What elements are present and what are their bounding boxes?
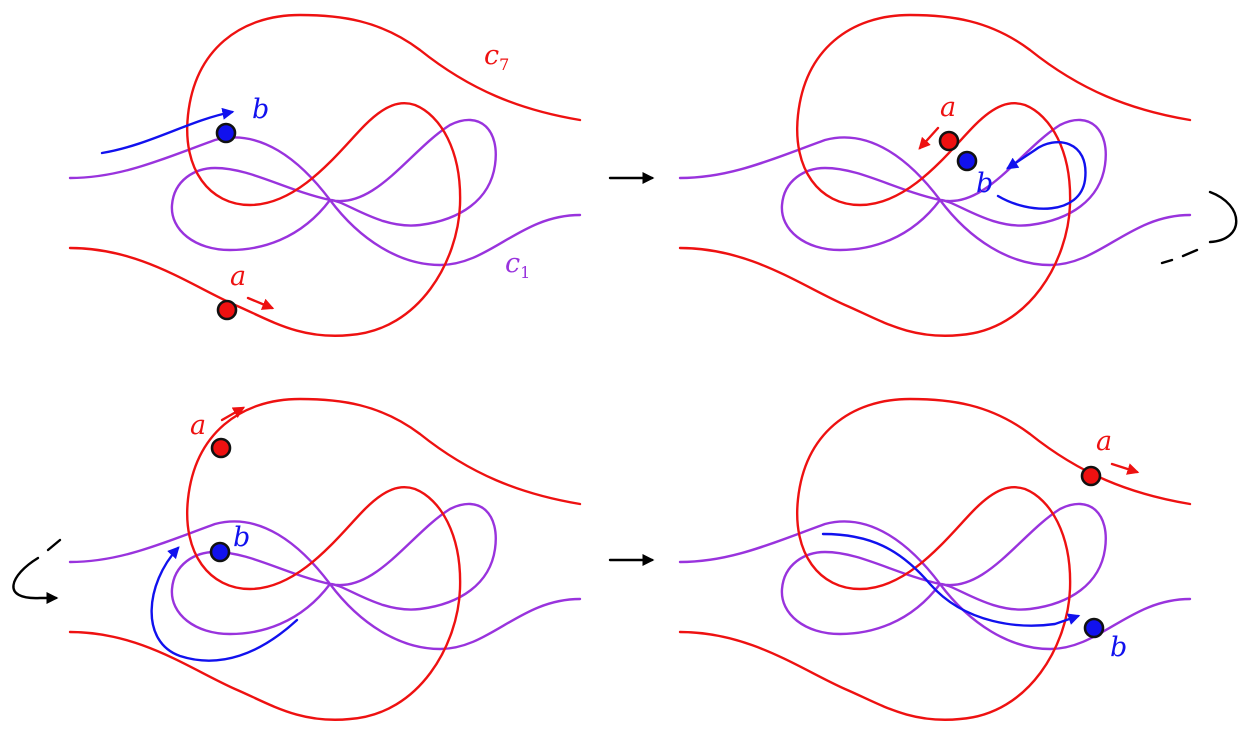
curve-c1-purple	[678, 502, 1192, 651]
label-b: b	[252, 94, 269, 125]
curve-c7-red	[68, 397, 582, 721]
label-b: b	[233, 522, 250, 553]
point-b	[956, 150, 978, 172]
label-c7: c7	[484, 40, 509, 74]
label-a: a	[230, 261, 246, 292]
arrow-a-motion	[918, 126, 940, 150]
arrow-a-motion	[220, 406, 246, 422]
panel-top-right: a b	[678, 13, 1192, 337]
point-b	[209, 541, 231, 563]
curve-c1-purple	[678, 118, 1192, 267]
arrow-a-motion	[246, 296, 275, 310]
panel-bottom-right: a b	[678, 397, 1192, 721]
panel-bottom-left: a b	[68, 397, 582, 721]
point-a	[938, 130, 960, 152]
point-b	[1083, 617, 1105, 639]
label-a: a	[1096, 426, 1112, 457]
arrow-a-motion	[1110, 462, 1140, 475]
panel-top-left: b a c7 c1	[68, 13, 582, 337]
point-a	[216, 299, 238, 321]
wrap-connector-left	[12, 556, 59, 604]
label-b: b	[1110, 632, 1127, 663]
wrap-connector-left-dash	[46, 538, 62, 552]
curve-c7-red	[678, 397, 1192, 721]
arrow-b-motion	[996, 141, 1087, 210]
wrap-connector-right	[1160, 190, 1238, 265]
label-b: b	[976, 168, 993, 199]
curve-c1-purple	[68, 502, 582, 651]
curve-c7-red	[678, 13, 1192, 337]
arrow-b-motion	[821, 532, 1081, 627]
arrow-b-motion	[150, 546, 299, 662]
point-b	[215, 122, 237, 144]
point-a	[1080, 465, 1102, 487]
label-c1: c1	[505, 248, 530, 282]
arrow-b-motion	[100, 107, 235, 155]
point-a	[210, 437, 232, 459]
label-a: a	[940, 92, 956, 123]
label-a: a	[190, 410, 206, 441]
